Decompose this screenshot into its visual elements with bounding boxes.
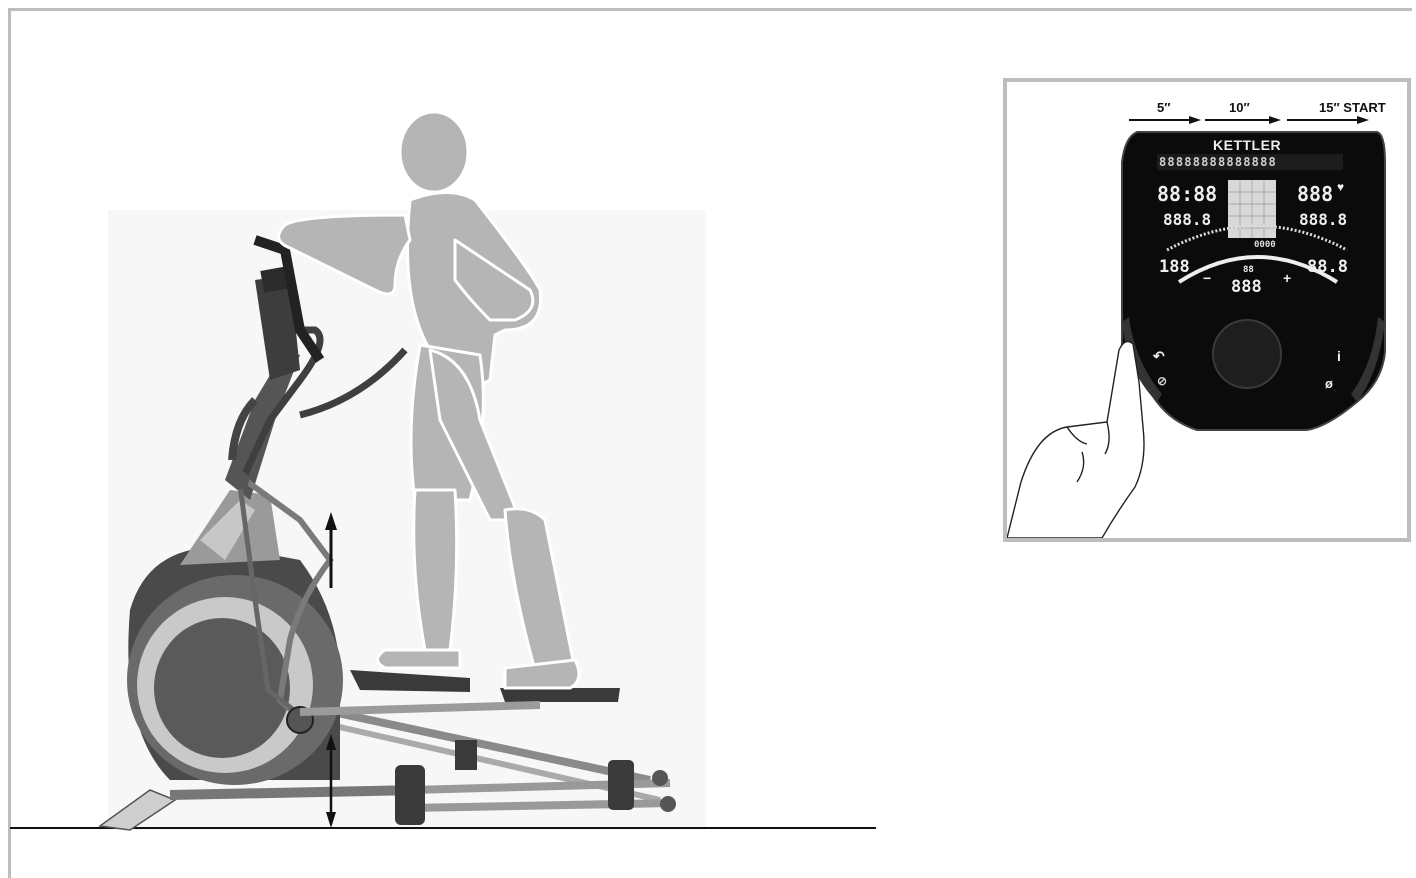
speed-display: 88.8 (1307, 257, 1348, 277)
scan-button[interactable]: ø (1325, 376, 1333, 391)
alarm-icon: ⊘ (1157, 374, 1167, 388)
cross-trainer-illustration (0, 0, 900, 875)
value-right-display: 888.8 (1299, 210, 1347, 229)
brand-logo: KETTLER (1213, 137, 1281, 153)
timeline-label-10s: 10″ (1229, 100, 1250, 115)
distance-display: 888.8 (1163, 210, 1211, 229)
pointing-hand (1007, 342, 1144, 538)
timeline-label-5s: 5″ (1157, 100, 1170, 115)
segment-row-display: 88888888888888 (1159, 155, 1277, 169)
graph-matrix (1228, 180, 1276, 238)
plus-label: + (1283, 270, 1291, 286)
small-display: 0000 (1254, 240, 1276, 250)
console-inset: 5″ 10″ 15″ START KETTLER 88888888888888 … (1003, 78, 1411, 542)
time-display: 88:88 (1157, 182, 1217, 206)
back-button[interactable]: ↶ (1153, 348, 1165, 365)
info-button[interactable]: i (1337, 348, 1341, 364)
console-drawing (1007, 82, 1407, 538)
watt-display: 888 (1231, 277, 1262, 297)
timeline-arrows (1129, 116, 1369, 124)
pulse-display: 888 (1297, 182, 1333, 206)
minus-label: − (1203, 270, 1211, 286)
timeline-label-15s-start: 15″ START (1319, 100, 1386, 115)
rpm-display: 188 (1159, 257, 1190, 277)
level-display: 88 (1243, 265, 1254, 275)
control-knob[interactable] (1213, 320, 1281, 388)
heart-icon: ♥ (1337, 180, 1344, 194)
